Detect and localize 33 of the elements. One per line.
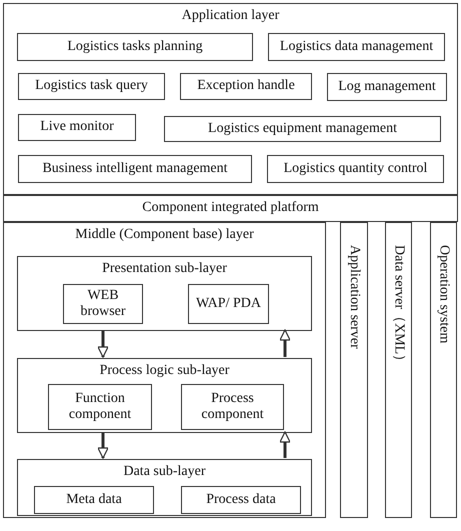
platform-bar: Component integrated platform xyxy=(3,195,458,222)
module-box: Log management xyxy=(327,73,447,101)
layer-panel xyxy=(3,222,326,518)
server-column: Application server xyxy=(340,222,368,518)
layer-title: Presentation sub-layer xyxy=(102,261,227,276)
layer-panel xyxy=(17,256,312,331)
arrow xyxy=(97,330,109,358)
arrow xyxy=(97,432,109,459)
layer-panel xyxy=(17,459,312,516)
layer-title: Process logic sub-layer xyxy=(100,363,230,378)
layer-panel xyxy=(3,3,458,195)
module-box: Logistics task query xyxy=(18,73,165,100)
module-box: Business intelligent management xyxy=(18,155,252,183)
module-box: Logistics quantity control xyxy=(267,155,444,183)
module-box: Logistics equipment management xyxy=(164,116,441,142)
arrow xyxy=(279,329,291,357)
module-box: Process data xyxy=(181,486,301,514)
module-box: WAP/ PDA xyxy=(188,284,269,324)
module-box: Meta data xyxy=(34,486,154,514)
layer-title: Middle (Component base) layer xyxy=(75,227,254,242)
server-column: Operation system xyxy=(430,222,457,518)
module-box: WEB browser xyxy=(63,284,143,324)
server-column: Data server（XML） xyxy=(385,222,412,518)
module-box: Logistics data management xyxy=(268,33,445,61)
layer-title: Data sub-layer xyxy=(123,464,206,480)
module-box: Process component xyxy=(181,384,284,430)
module-box: Function component xyxy=(48,384,152,430)
layer-title: Application layer xyxy=(182,8,280,24)
module-box: Logistics tasks planning xyxy=(17,33,253,61)
module-box: Exception handle xyxy=(180,73,312,100)
module-box: Live monitor xyxy=(18,114,136,141)
arrow xyxy=(279,431,291,458)
layer-panel xyxy=(17,358,312,433)
